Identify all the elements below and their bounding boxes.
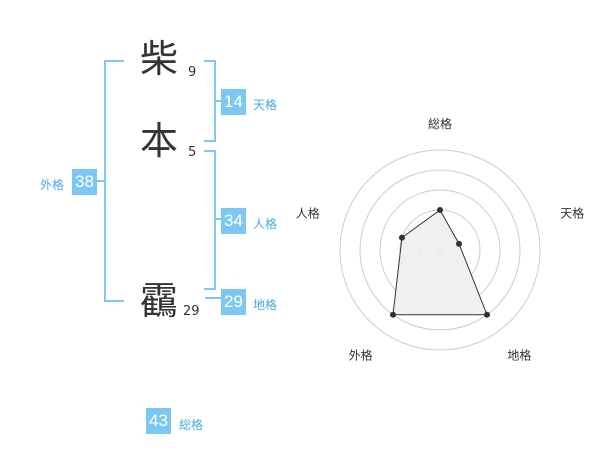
stroke-count-3: 29 xyxy=(183,304,200,319)
jinkaku-connector xyxy=(216,218,222,220)
gaikaku-label: 外格 xyxy=(40,178,65,192)
radar-grid-ring-5 xyxy=(339,149,541,351)
gaikaku-connector xyxy=(96,180,104,182)
radar-area xyxy=(392,209,488,316)
jinkaku-value: 34 xyxy=(221,208,246,234)
tenkaku-bracket xyxy=(204,60,216,142)
chikaku-label: 地格 xyxy=(253,298,278,312)
jinkaku-label: 人格 xyxy=(253,217,278,231)
radar-axis-label-1: 総格 xyxy=(428,116,452,131)
radar-point-3 xyxy=(484,311,491,318)
tenkaku-connector xyxy=(216,100,222,102)
radar-axis-label-4: 外格 xyxy=(349,347,373,362)
soukaku-value: 43 xyxy=(146,408,171,434)
radar-point-5 xyxy=(398,234,405,241)
name-char-3: 靍 xyxy=(140,279,179,323)
chikaku-value: 29 xyxy=(221,289,246,315)
jinkaku-bracket xyxy=(204,150,216,290)
radar-grid-ring-4 xyxy=(359,169,521,331)
stroke-count-1: 9 xyxy=(188,65,197,80)
gaikaku-value: 38 xyxy=(72,169,97,195)
gaikaku-bracket xyxy=(104,60,124,302)
radar-axis-label-5: 人格 xyxy=(296,206,320,221)
name-char-2: 本 xyxy=(140,119,179,163)
soukaku-label: 総格 xyxy=(179,418,204,432)
tenkaku-value: 14 xyxy=(221,89,246,115)
chikaku-connector xyxy=(205,297,221,299)
stroke-count-2: 5 xyxy=(188,145,197,160)
radar-point-2 xyxy=(456,240,463,247)
radar-point-1 xyxy=(437,207,443,213)
radar-axis-label-3: 地格 xyxy=(507,347,531,362)
name-char-1: 柴 xyxy=(140,37,179,81)
tenkaku-label: 天格 xyxy=(253,98,278,112)
radar-point-4 xyxy=(389,311,396,318)
radar-axis-label-2: 天格 xyxy=(560,206,584,221)
